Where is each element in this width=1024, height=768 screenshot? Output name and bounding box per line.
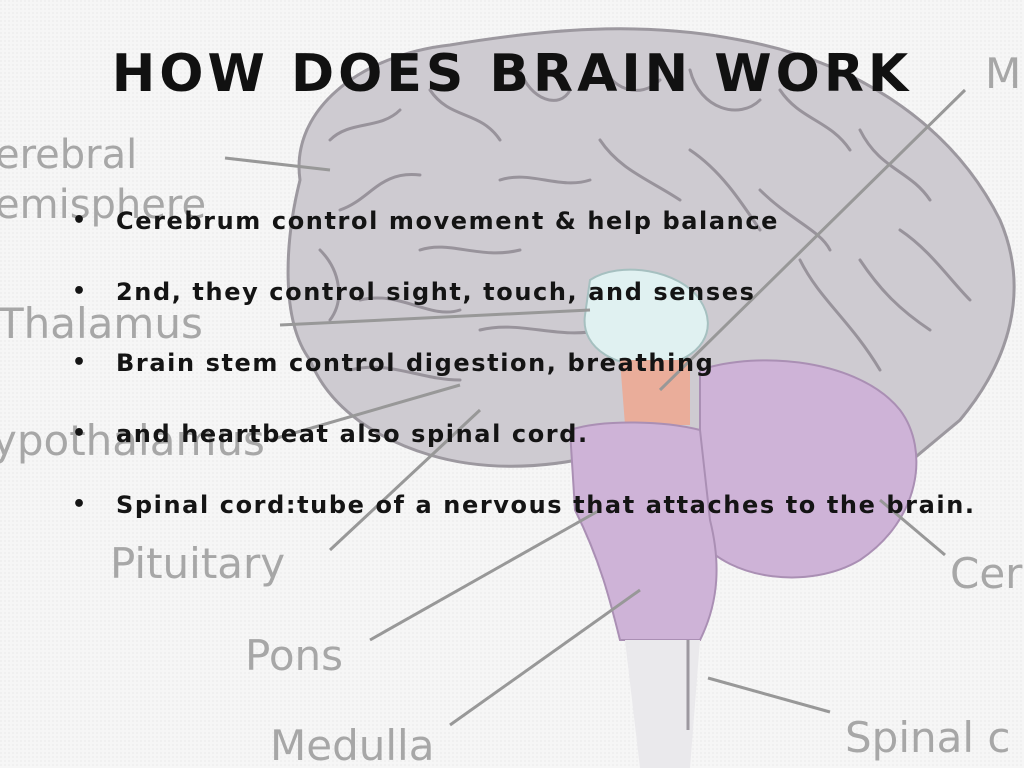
bullet-dot-icon: • — [72, 492, 88, 517]
gyri-lines — [318, 58, 972, 382]
spinal-cord-shape — [625, 640, 700, 768]
bullet-text: Brain stem control digestion, breathing — [116, 349, 715, 377]
bullet-dot-icon: • — [72, 279, 88, 304]
brainstem-shape — [568, 421, 718, 641]
bullet-item: • Cerebrum control movement & help balan… — [70, 195, 976, 266]
bullet-dot-icon: • — [72, 208, 88, 233]
hemisphere-label: emisphere — [0, 182, 206, 228]
cerebrum-shape — [286, 27, 1016, 472]
cerebellum-shape — [699, 359, 918, 579]
bullet-text: Cerebrum control movement & help balance — [116, 207, 780, 235]
bullet-dot-icon: • — [72, 421, 88, 446]
bullet-dot-icon: • — [72, 350, 88, 375]
slide-title: HOW DOES BRAIN WORK — [111, 44, 913, 104]
cerebral-label: erebral — [0, 132, 137, 178]
bullet-item: • Spinal cord:tube of a nervous that att… — [70, 479, 976, 550]
pituitary-label: Pituitary — [110, 539, 285, 588]
thalamus-shape — [583, 268, 709, 367]
pons-label: Pons — [245, 631, 343, 680]
medulla-label: Medulla — [270, 721, 434, 768]
bullet-item: • and heartbeat also spinal cord. — [70, 408, 976, 479]
thalamus-label: Thalamus — [0, 299, 203, 348]
hypothalamus-label: ypothalamus — [0, 416, 265, 465]
bullet-text: and heartbeat also spinal cord. — [116, 420, 589, 448]
bullet-text: Spinal cord:tube of a nervous that attac… — [116, 491, 976, 519]
midbrain-label: M — [985, 49, 1021, 98]
spinal-cord-label: Spinal c — [845, 713, 1010, 762]
leader-lines — [224, 88, 967, 727]
cerebellum-label: Cer — [950, 549, 1023, 598]
bullet-text: 2nd, they control sight, touch, and sens… — [116, 278, 756, 306]
bullet-item: • Brain stem control digestion, breathin… — [70, 337, 976, 408]
bullet-list: • Cerebrum control movement & help balan… — [70, 195, 976, 550]
bullet-item: • 2nd, they control sight, touch, and se… — [70, 266, 976, 337]
